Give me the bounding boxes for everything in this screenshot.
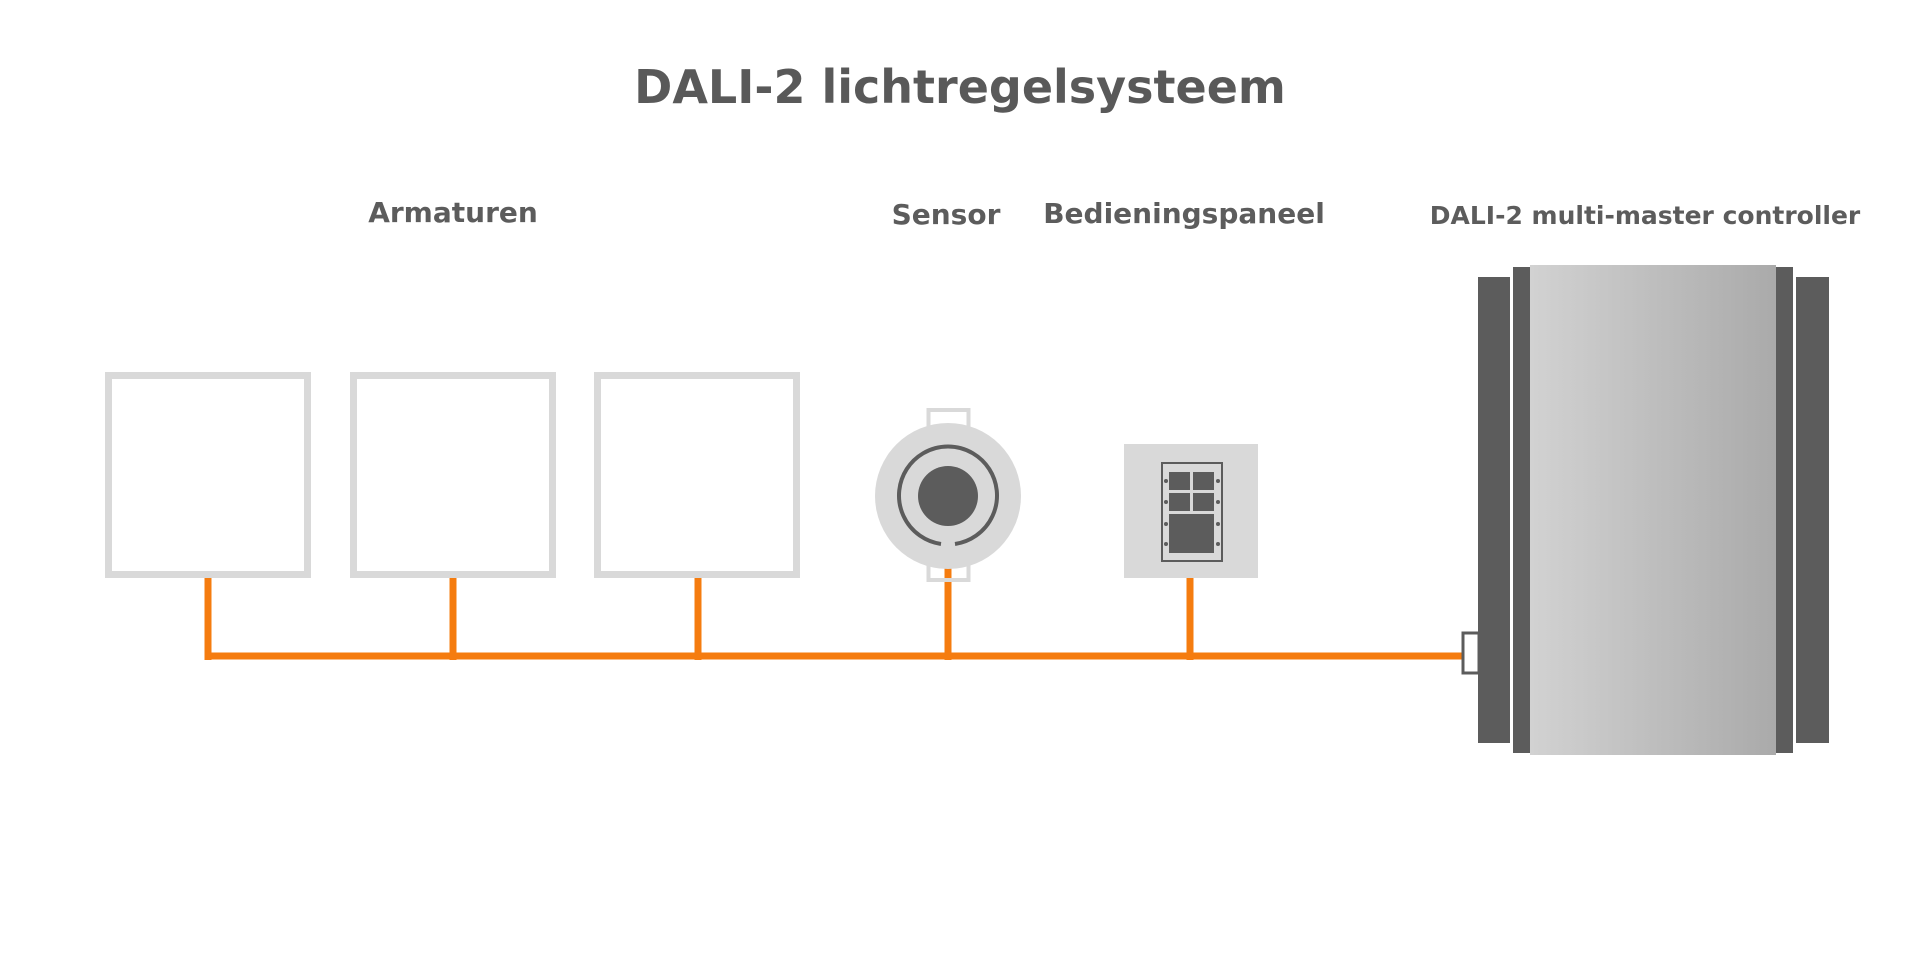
label-armaturen: Armaturen xyxy=(368,196,538,229)
dali-bus xyxy=(204,566,1472,660)
label-bedieningspaneel: Bedieningspaneel xyxy=(1043,197,1325,230)
fixture-3-icon xyxy=(594,372,800,578)
label-controller: DALI-2 multi-master controller xyxy=(1429,201,1861,230)
control-panel-icon xyxy=(1124,444,1258,578)
controller-icon xyxy=(1461,265,1829,755)
sensor-icon xyxy=(875,408,1021,582)
diagram-title: DALI-2 lichtregelsysteem xyxy=(634,60,1286,114)
fixture-group xyxy=(105,372,800,578)
fixture-2-icon xyxy=(350,372,556,578)
label-sensor: Sensor xyxy=(891,198,1001,231)
fixture-1-icon xyxy=(105,372,311,578)
